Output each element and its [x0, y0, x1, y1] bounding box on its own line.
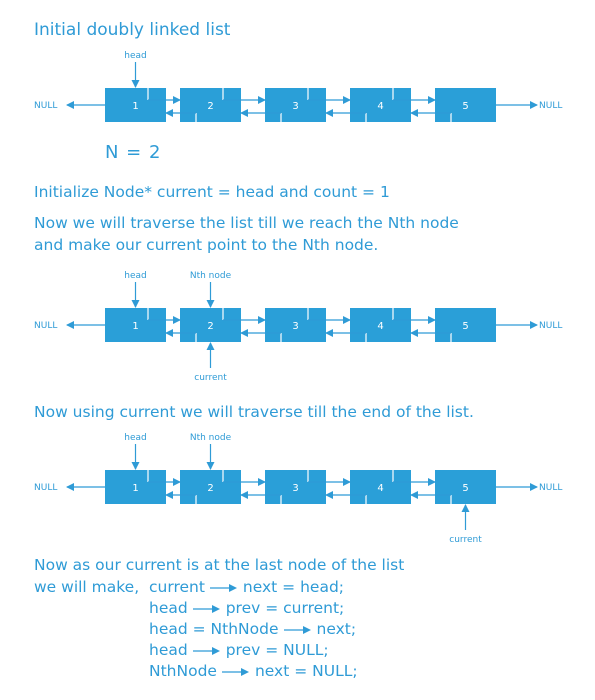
code-line: NthNode next = NULL;: [149, 662, 358, 680]
null-right-label: NULL: [539, 321, 562, 331]
list-node-3: [265, 88, 326, 122]
list-node-label: 4: [377, 321, 383, 332]
code-lhs: current: [149, 578, 205, 596]
init-text: Initialize Node* current = head and coun…: [34, 183, 390, 201]
head-pointer-label: head: [124, 433, 146, 443]
n-value-label: N = 2: [105, 142, 162, 163]
arrow-operator-icon: [283, 625, 311, 634]
list-node-label: 3: [292, 483, 298, 494]
code-rhs: prev = current;: [225, 599, 345, 617]
null-left-label: NULL: [34, 483, 57, 493]
diagram-current-at-nth: NULL NULL 1 2 3 4 5 head Nth node current: [34, 271, 562, 383]
code-rhs: prev = NULL;: [225, 641, 329, 659]
list-node-label: 3: [292, 321, 298, 332]
code-lhs: head: [149, 599, 188, 617]
list-node-label: 2: [207, 321, 213, 332]
code-line: current next = head;: [149, 578, 344, 596]
nth-node-pointer-label: Nth node: [190, 271, 232, 281]
code-line: head prev = NULL;: [149, 641, 329, 659]
list-node-2: [180, 88, 241, 122]
arrow-operator-icon: [192, 604, 220, 613]
diagram-initial-list: NULL NULL 1 2 3 4 5 head: [34, 51, 562, 122]
list-node-label: 1: [132, 321, 138, 332]
list-node-label: 4: [377, 101, 383, 112]
list-node-1: [105, 470, 166, 504]
we-will-make-label: we will make,: [34, 578, 140, 596]
arrow-operator-icon: [209, 583, 237, 592]
code-line: head prev = current;: [149, 599, 344, 617]
code-lhs: head: [149, 641, 188, 659]
list-node-label: 5: [462, 101, 468, 112]
list-node-1: [105, 88, 166, 122]
list-node-label: 3: [292, 101, 298, 112]
list-node-1: [105, 308, 166, 342]
list-node-label: 5: [462, 483, 468, 494]
code-lhs: NthNode: [149, 662, 217, 680]
code-rhs: next = NULL;: [254, 662, 358, 680]
current-pointer-label: current: [449, 535, 482, 545]
code-rhs: next = head;: [242, 578, 345, 596]
traverse-text-line-1: Now we will traverse the list till we re…: [34, 214, 459, 232]
null-left-label: NULL: [34, 101, 57, 111]
list-node-5: [435, 308, 496, 342]
code-rhs: next;: [316, 620, 357, 638]
last-node-text: Now as our current is at the last node o…: [34, 556, 405, 574]
list-node-5: [435, 470, 496, 504]
list-node-label: 1: [132, 483, 138, 494]
using-current-text: Now using current we will traverse till …: [34, 403, 474, 421]
nth-node-pointer-label: Nth node: [190, 433, 232, 443]
list-node-2: [180, 308, 241, 342]
null-right-label: NULL: [539, 101, 562, 111]
null-left-label: NULL: [34, 321, 57, 331]
current-pointer-label: current: [194, 373, 227, 383]
head-pointer-label: head: [124, 271, 146, 281]
list-node-4: [350, 88, 411, 122]
diagram-current-at-end: NULL NULL 1 2 3 4 5 head Nth node current: [34, 433, 562, 545]
list-node-3: [265, 308, 326, 342]
code-lhs: head = NthNode: [149, 620, 279, 638]
arrow-operator-icon: [221, 667, 249, 676]
null-right-label: NULL: [539, 483, 562, 493]
list-node-label: 5: [462, 321, 468, 332]
list-node-4: [350, 308, 411, 342]
list-node-3: [265, 470, 326, 504]
list-node-label: 2: [207, 101, 213, 112]
traverse-text-line-2: and make our current point to the Nth no…: [34, 236, 379, 254]
head-pointer-label: head: [124, 51, 146, 61]
list-node-4: [350, 470, 411, 504]
list-node-label: 4: [377, 483, 383, 494]
list-node-5: [435, 88, 496, 122]
list-node-label: 2: [207, 483, 213, 494]
arrow-operator-icon: [192, 646, 220, 655]
list-node-label: 1: [132, 101, 138, 112]
page-title: Initial doubly linked list: [34, 20, 231, 40]
code-line: head = NthNode next;: [149, 620, 356, 638]
list-node-2: [180, 470, 241, 504]
